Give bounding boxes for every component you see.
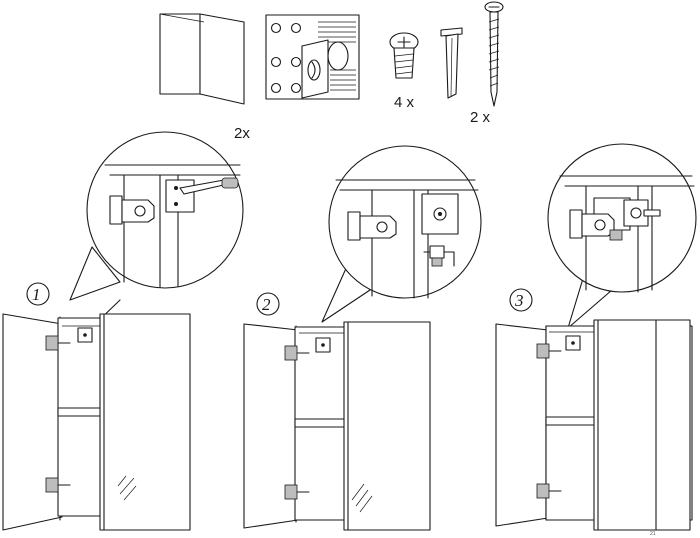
page-marker: 21 [650, 531, 656, 537]
dowel-insert-icon [429, 245, 445, 259]
step-3-number: 3 [514, 291, 524, 310]
corner-panel-part [159, 13, 245, 105]
step-1-cabinet [2, 313, 191, 531]
step-2-cabinet [243, 321, 431, 531]
hinge-plate-part [265, 14, 360, 100]
step-2: 2 [243, 145, 482, 531]
cam-lock-icon [643, 209, 661, 217]
step-2-number: 2 [262, 295, 271, 314]
panel-quantity-label: 2x [234, 125, 250, 142]
step-3-detail-circle [547, 143, 697, 329]
dowel-quantity-label: 4 x [394, 94, 415, 111]
step-3-cabinet [495, 319, 693, 531]
wall-plug-part [440, 27, 463, 99]
step-1-number: 1 [32, 285, 41, 304]
step-1: 1 [2, 131, 244, 531]
screw-quantity-label: 2 x [470, 109, 491, 126]
step-1-detail-circle [69, 131, 244, 328]
cam-dowel-part [389, 32, 419, 79]
wood-screw-part [484, 1, 504, 107]
step-3: 3 [495, 143, 697, 531]
step-2-detail-circle [321, 145, 482, 323]
